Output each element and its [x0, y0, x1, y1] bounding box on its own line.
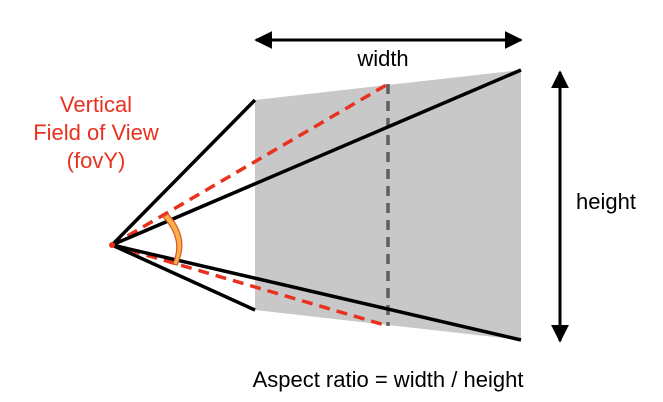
frustum-center-bottom-line	[111, 243, 522, 342]
fov-angle-arc	[162, 213, 183, 266]
frustum-bottom-edge	[111, 243, 256, 312]
frustum-top-edge	[110, 98, 257, 247]
fov-label-line2: Field of View	[33, 120, 159, 145]
frustum-center-top-line	[111, 68, 522, 247]
width-label: width	[356, 46, 408, 71]
fov-label-line3: (fovY)	[67, 148, 126, 173]
fov-bottom-dashed-line	[111, 243, 389, 328]
fov-label-line1: Vertical	[60, 92, 132, 117]
aspect-ratio-caption: Aspect ratio = width / height	[253, 367, 524, 392]
height-label: height	[576, 189, 636, 214]
eye-point	[109, 242, 115, 248]
